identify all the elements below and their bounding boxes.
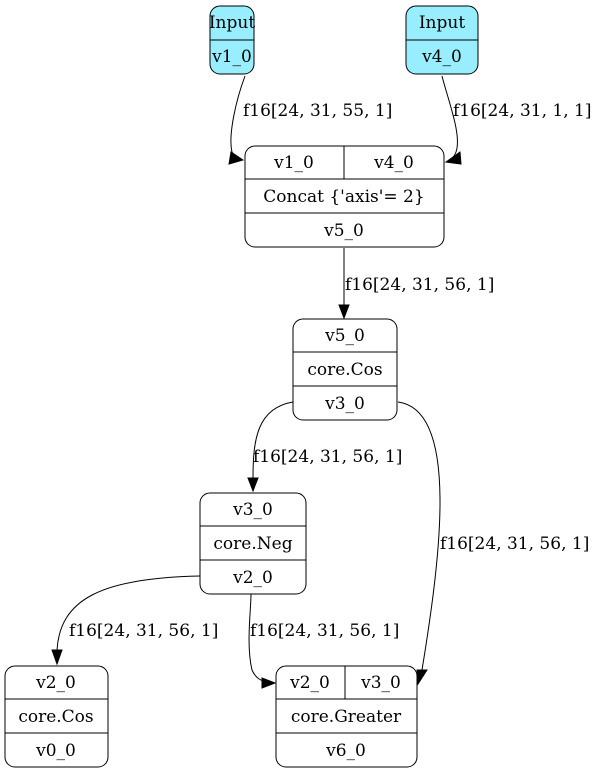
node-output-label: v0_0 [35,741,76,761]
edge-label: f16[24, 31, 1, 1] [453,101,592,121]
node-input-label: v4_0 [373,153,414,173]
edge-label: f16[24, 31, 55, 1] [243,101,392,121]
greater-node[interactable]: v2_0 v3_0 core.Greater v6_0 [275,665,418,768]
node-type-label: Input [209,13,255,33]
node-output-label: v6_0 [325,741,366,761]
node-output-label: v2_0 [232,568,273,588]
edge-neg-to-greater: f16[24, 31, 56, 1] [248,593,399,689]
edge-neg-to-cos2: f16[24, 31, 56, 1] [51,575,218,666]
node-output-label: v3_0 [324,394,365,414]
edge-label: f16[24, 31, 56, 1] [69,621,218,641]
cos-node-2[interactable]: v2_0 core.Cos v0_0 [4,665,109,768]
concat-node[interactable]: v1_0 v4_0 Concat {'axis'= 2} v5_0 [244,145,445,248]
node-output-label: v1_0 [211,47,252,67]
node-input-label: v1_0 [273,153,314,173]
edge-label: f16[24, 31, 56, 1] [253,447,402,467]
node-input-label: v5_0 [324,326,365,346]
node-op-label: core.Cos [18,707,93,727]
edge-cos-to-greater: f16[24, 31, 56, 1] [397,401,589,686]
node-input-label: v2_0 [289,673,330,693]
node-op-label: core.Greater [291,707,402,727]
node-op-label: core.Neg [213,534,292,554]
node-input-label: v2_0 [35,673,76,693]
edge-v4-to-concat: f16[24, 31, 1, 1] [441,75,592,165]
node-input-label: v3_0 [232,500,273,520]
input-node-v4[interactable]: Input v4_0 [405,5,479,75]
edge-concat-to-cos: f16[24, 31, 56, 1] [338,248,494,320]
node-op-label: Concat {'axis'= 2} [263,187,424,207]
edge-label: f16[24, 31, 56, 1] [250,621,399,641]
node-output-label: v4_0 [421,47,462,67]
edge-label: f16[24, 31, 56, 1] [345,275,494,295]
node-type-label: Input [419,13,465,33]
node-output-label: v5_0 [323,221,364,241]
cos-node-1[interactable]: v5_0 core.Cos v3_0 [292,318,398,421]
edge-v1-to-concat: f16[24, 31, 55, 1] [228,75,392,165]
node-op-label: core.Cos [307,360,382,380]
edge-label: f16[24, 31, 56, 1] [440,534,589,554]
node-input-label: v3_0 [360,673,401,693]
edge-cos-to-neg: f16[24, 31, 56, 1] [247,401,402,493]
neg-node[interactable]: v3_0 core.Neg v2_0 [199,492,307,595]
input-node-v1[interactable]: Input v1_0 [209,5,255,75]
